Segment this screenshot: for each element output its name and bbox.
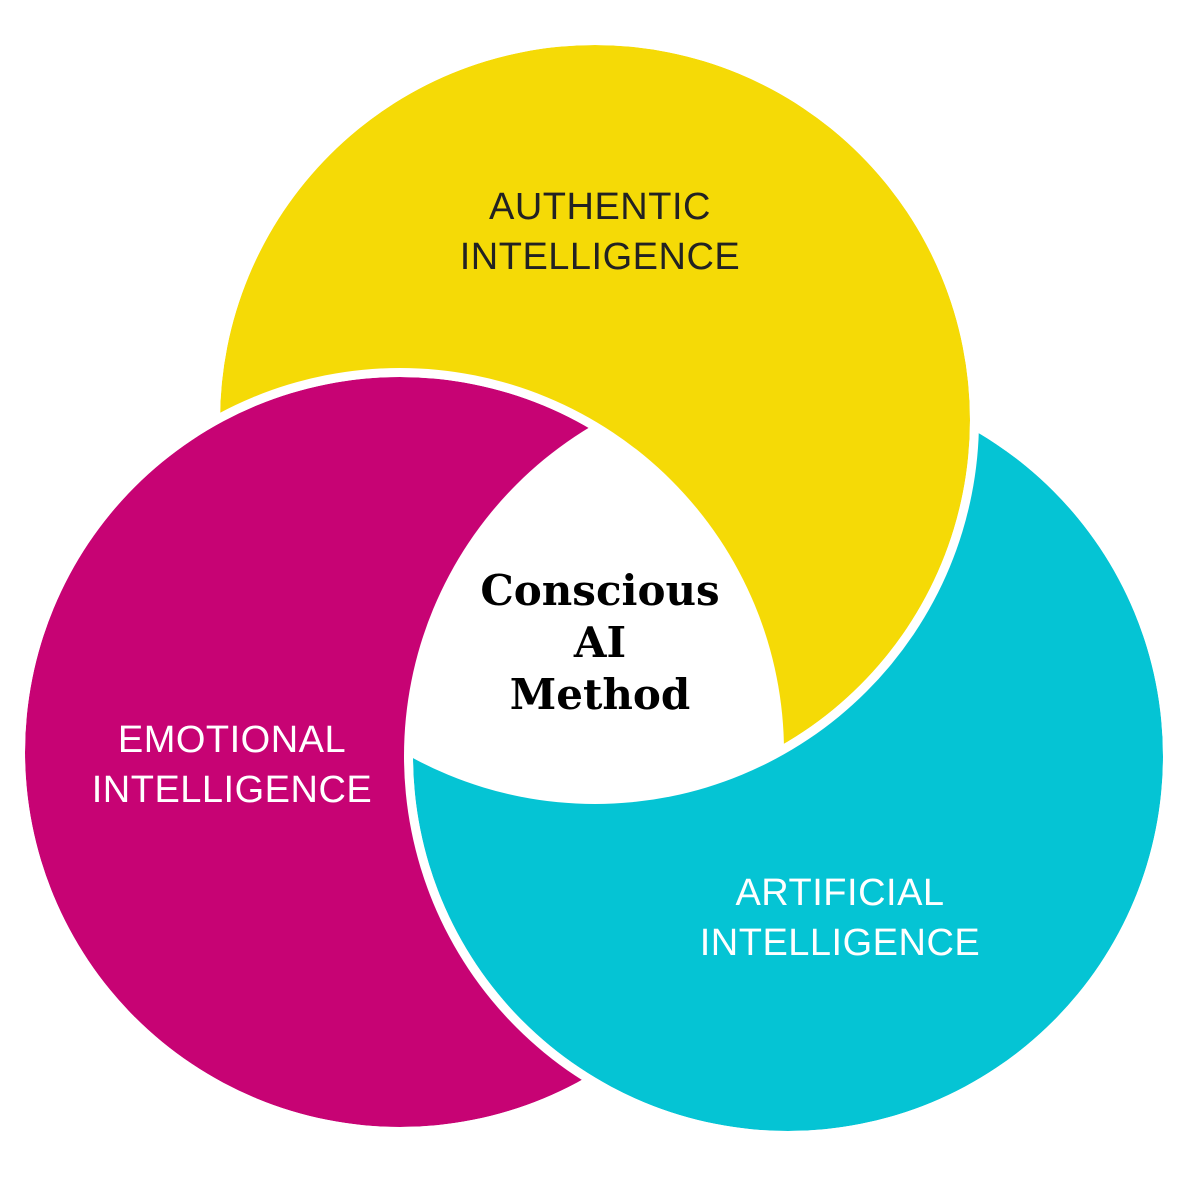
artificial-intelligence-label: ARTIFICIAL INTELLIGENCE xyxy=(700,868,981,968)
emotional-intelligence-label: EMOTIONAL INTELLIGENCE xyxy=(92,715,373,815)
authentic-intelligence-label: AUTHENTIC INTELLIGENCE xyxy=(460,182,741,282)
center-title: Conscious AI Method xyxy=(480,565,719,721)
label-line: EMOTIONAL xyxy=(117,719,347,761)
center-title-line: Conscious xyxy=(480,566,720,615)
emotional-intelligence-circle xyxy=(25,377,775,1127)
center-title-line: Method xyxy=(509,670,691,719)
label-line: AUTHENTIC xyxy=(489,186,711,228)
label-line: INTELLIGENCE xyxy=(91,769,373,811)
center-title-line: AI xyxy=(573,618,627,667)
label-line: INTELLIGENCE xyxy=(699,922,981,964)
label-line: ARTIFICIAL xyxy=(735,872,945,914)
label-line: INTELLIGENCE xyxy=(459,236,741,278)
